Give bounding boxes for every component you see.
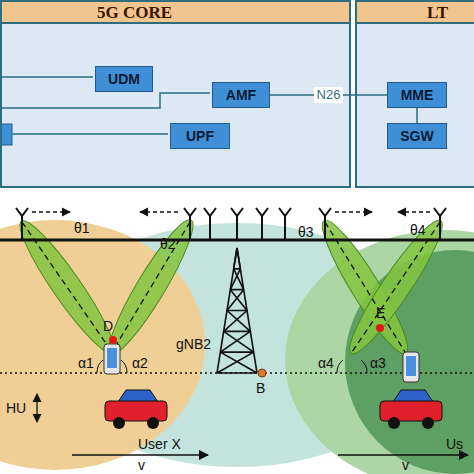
car bbox=[380, 390, 442, 429]
velocity-arrow bbox=[72, 454, 208, 456]
coverage-areas bbox=[285, 230, 474, 474]
panel-title: LT bbox=[357, 2, 474, 24]
box-label: SGW bbox=[400, 128, 433, 144]
point-b bbox=[258, 369, 266, 377]
car bbox=[393, 390, 433, 402]
antenna bbox=[231, 208, 243, 240]
angle-arcs bbox=[97, 360, 103, 373]
network-function-box: UDM bbox=[95, 66, 153, 92]
car bbox=[105, 401, 167, 421]
angle-label: α4 bbox=[318, 355, 334, 371]
velocity-label: v bbox=[138, 457, 145, 473]
tower-strut bbox=[217, 352, 257, 373]
dimension-label: HU bbox=[6, 400, 26, 416]
steering-arrows bbox=[32, 211, 430, 212]
core-wires bbox=[0, 93, 210, 108]
phone bbox=[104, 344, 120, 374]
antenna bbox=[279, 208, 291, 240]
angle-label: θ3 bbox=[298, 224, 314, 240]
angle-arcs bbox=[337, 360, 343, 373]
tower-strut bbox=[224, 311, 251, 332]
height-arrow bbox=[36, 394, 37, 422]
angle-label: α3 bbox=[370, 355, 386, 371]
angle-label: α2 bbox=[132, 355, 148, 371]
antenna bbox=[256, 208, 268, 240]
box-label: MME bbox=[401, 87, 434, 103]
gnb-tower bbox=[217, 248, 257, 373]
antenna bbox=[319, 208, 331, 240]
network-function-box: SGW bbox=[387, 123, 447, 149]
tower-strut bbox=[220, 331, 253, 352]
antenna-beams bbox=[10, 213, 124, 360]
network-function-box: UPF bbox=[170, 123, 230, 149]
steering-arrows bbox=[398, 211, 430, 212]
steering-arrows bbox=[140, 211, 178, 212]
angle-label: θ4 bbox=[410, 222, 426, 238]
tower-strut bbox=[230, 269, 243, 290]
core-wires bbox=[12, 133, 168, 135]
point-label: E bbox=[376, 305, 385, 321]
point-label: D bbox=[103, 318, 113, 334]
angle-label: θ1 bbox=[74, 220, 90, 236]
angle-arcs bbox=[361, 360, 367, 373]
angle-arcs bbox=[121, 360, 127, 373]
interface-name: N26 bbox=[314, 87, 344, 103]
core-wires bbox=[0, 76, 93, 78]
station-name: gNB2 bbox=[176, 336, 211, 352]
antenna-beams bbox=[340, 213, 453, 361]
antenna-array bbox=[16, 208, 446, 240]
network-function-box: AMF bbox=[212, 82, 270, 108]
phone bbox=[107, 348, 117, 368]
car bbox=[118, 390, 158, 402]
core-background bbox=[355, 0, 474, 188]
velocity-arrow bbox=[338, 454, 468, 456]
tower-strut bbox=[234, 248, 241, 269]
phone bbox=[403, 352, 419, 382]
phone bbox=[403, 352, 419, 382]
point-d bbox=[109, 336, 117, 344]
tower-strut bbox=[217, 248, 257, 373]
tower-strut bbox=[227, 290, 247, 311]
network-function-box: MME bbox=[387, 82, 447, 108]
phone bbox=[406, 356, 416, 376]
steering-arrows bbox=[335, 211, 372, 212]
car bbox=[113, 417, 125, 429]
car bbox=[105, 390, 167, 429]
user-label: Us bbox=[446, 436, 463, 452]
core-panel: 5G CORE UDM AMF UPF bbox=[0, 0, 351, 188]
antenna-beams bbox=[10, 213, 452, 361]
interface-link bbox=[416, 108, 418, 123]
car bbox=[147, 417, 159, 429]
steering-arrows bbox=[32, 211, 70, 212]
antenna bbox=[16, 208, 28, 240]
panel-title: 5G CORE bbox=[2, 2, 349, 24]
core-panel: LT MME SGW bbox=[355, 0, 474, 188]
velocity-label: v bbox=[402, 457, 409, 473]
box-label: UPF bbox=[186, 128, 214, 144]
user-label: User X bbox=[138, 436, 181, 452]
point-label: B bbox=[256, 380, 265, 396]
core-background bbox=[0, 0, 351, 188]
antenna bbox=[434, 208, 446, 240]
antenna bbox=[204, 208, 216, 240]
phone bbox=[104, 344, 120, 374]
angle-label: α1 bbox=[78, 355, 94, 371]
antenna-array bbox=[0, 208, 474, 240]
car bbox=[380, 401, 442, 421]
antenna bbox=[184, 208, 196, 240]
point-e bbox=[376, 324, 384, 332]
core-background bbox=[0, 0, 474, 188]
car bbox=[422, 417, 434, 429]
box-label: AMF bbox=[226, 87, 256, 103]
box-label: UDM bbox=[108, 71, 140, 87]
angle-label: θ2 bbox=[160, 236, 176, 252]
car bbox=[388, 417, 400, 429]
